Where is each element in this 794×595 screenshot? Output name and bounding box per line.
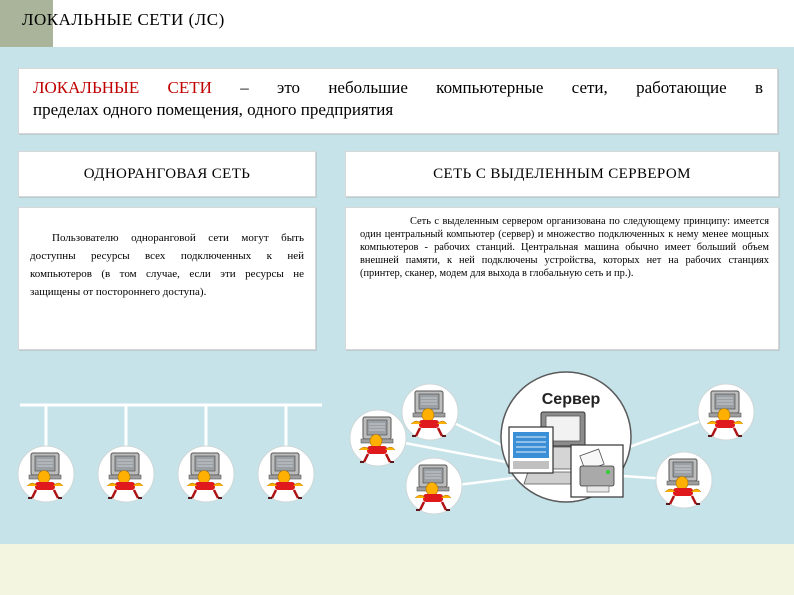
peer-network-heading: ОДНОРАНГОВАЯ СЕТЬ — [18, 151, 316, 197]
peer-network-description: Пользователю одноранговой сети могут быт… — [30, 232, 304, 298]
user-workstation-icon — [256, 444, 316, 504]
slide-title: ЛОКАЛЬНЫЕ СЕТИ (ЛС) — [22, 10, 225, 29]
server-network-description-box: Сеть с выделенным сервером организована … — [345, 207, 779, 350]
peer-network-description-box: Пользователю одноранговой сети могут быт… — [18, 207, 316, 350]
user-workstation-icon — [16, 444, 76, 504]
bus-topology — [16, 403, 322, 504]
user-workstation-icon — [696, 382, 756, 442]
user-workstation-icon — [400, 382, 460, 442]
header-accent-square — [0, 0, 53, 47]
printer-icon — [570, 444, 624, 498]
definition-box: ЛОКАЛЬНЫЕ СЕТИ – это небольшие компьютер… — [18, 68, 778, 134]
definition-text-1: – это небольшие компьютерные сети, работ… — [211, 78, 763, 97]
server-network-heading: СЕТЬ С ВЫДЕЛЕННЫМ СЕРВЕРОМ — [345, 151, 779, 197]
slide-header: ЛОКАЛЬНЫЕ СЕТИ (ЛС) — [0, 0, 794, 47]
server-label: Сервер — [542, 391, 601, 408]
user-workstation-icon — [654, 450, 714, 510]
user-workstation-icon — [348, 408, 408, 468]
user-workstation-icon — [176, 444, 236, 504]
definition-term: ЛОКАЛЬНЫЕ СЕТИ — [33, 78, 212, 97]
user-workstation-icon — [96, 444, 156, 504]
definition-line-2: пределах одного помещения, одного предпр… — [33, 100, 394, 119]
scanner-modem-icon — [508, 426, 554, 474]
user-workstation-icon — [404, 456, 464, 516]
star-topology: Сервер — [348, 371, 756, 516]
server-network-description: Сеть с выделенным сервером организована … — [360, 216, 769, 279]
definition-line-1: ЛОКАЛЬНЫЕ СЕТИ – это небольшие компьютер… — [33, 77, 763, 99]
footer-band — [0, 544, 794, 595]
